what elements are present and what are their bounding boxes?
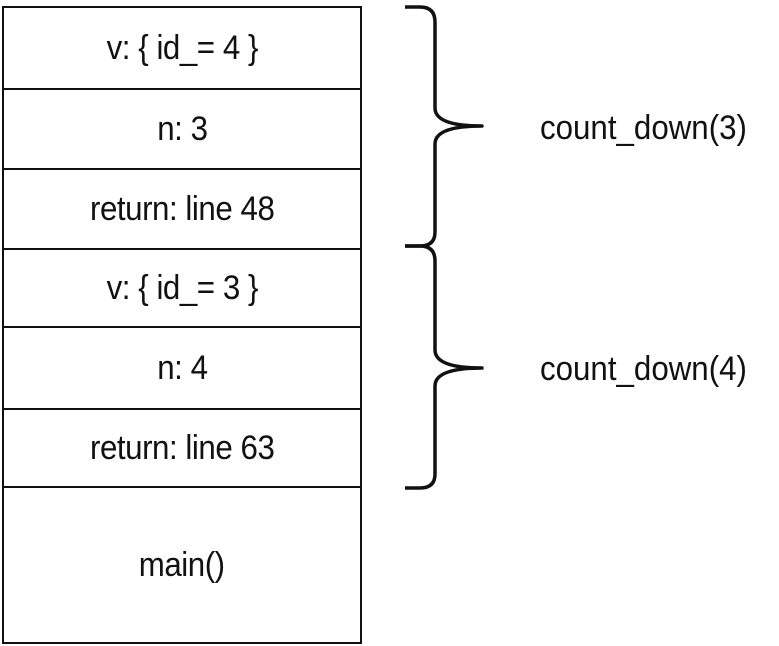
stack-cell-n-3: n: 3 (4, 90, 360, 170)
stack-cell-n-4: n: 4 (4, 328, 360, 410)
stack-cell-return-63: return: line 63 (4, 410, 360, 488)
brace-count-down-3 (405, 5, 484, 248)
brace-count-down-4 (405, 244, 484, 490)
stack-cell-return-48: return: line 48 (4, 170, 360, 250)
stack-cell-v-id-3: v: { id_= 3 } (4, 250, 360, 328)
frame-label-count-down-3: count_down(3) (540, 109, 747, 147)
frame-braces (405, 5, 484, 490)
stack-cell-main: main() (139, 545, 225, 584)
call-stack: v: { id_= 4 } n: 3 return: line 48 v: { … (2, 6, 362, 644)
stack-cell-v-id-4: v: { id_= 4 } (4, 8, 360, 90)
frame-label-count-down-4: count_down(4) (540, 350, 747, 388)
